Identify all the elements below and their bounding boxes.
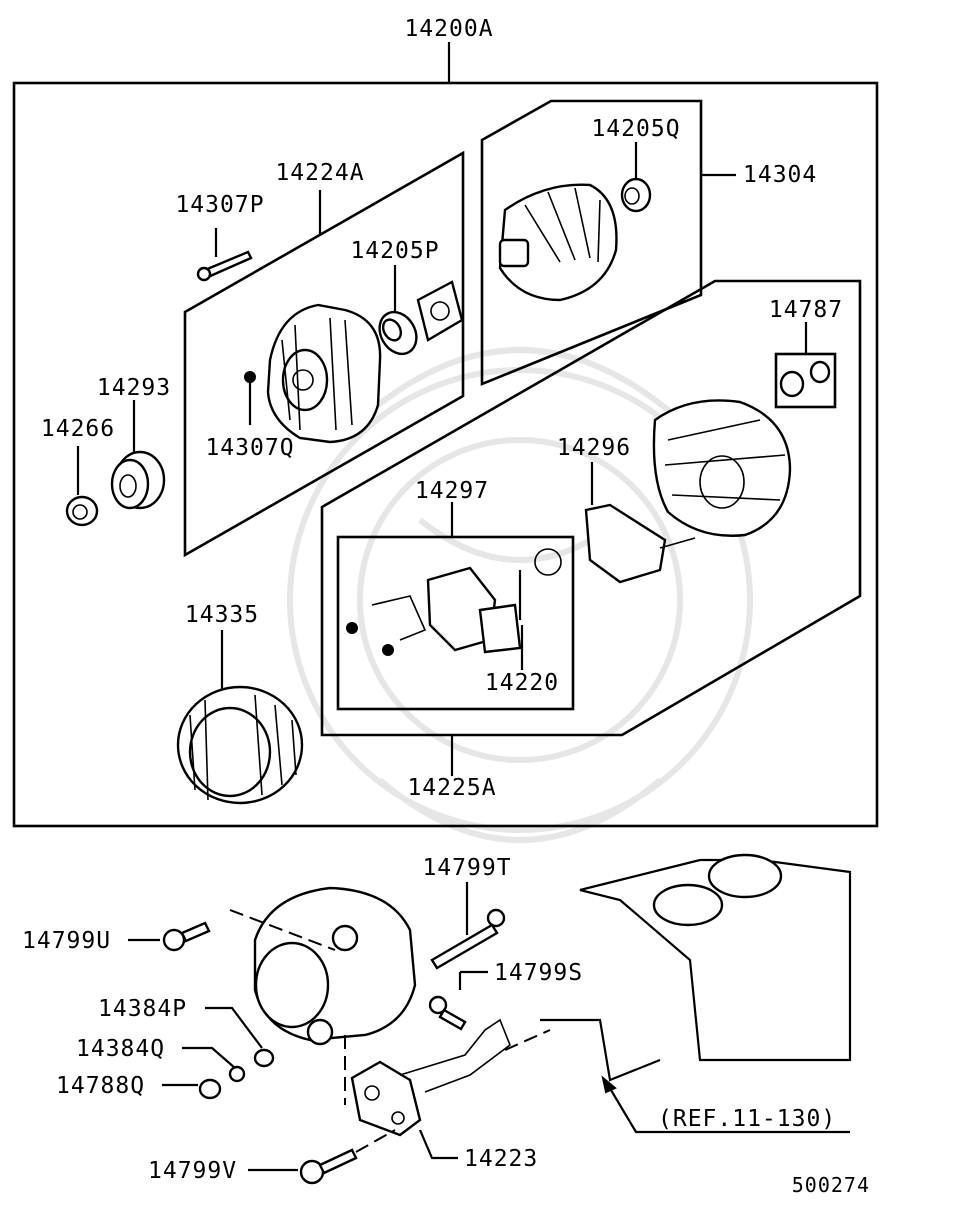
bolt-14799V	[248, 1129, 396, 1185]
label-reference: (REF.11-130)	[658, 1106, 836, 1132]
bolt-14799T	[430, 882, 506, 970]
label-regulator-kit: 14297	[415, 478, 489, 504]
assembly-frame	[12, 42, 879, 828]
label-brush: 14220	[485, 670, 559, 696]
label-assembly: 14200A	[404, 16, 493, 42]
label-nut-q: 14788Q	[56, 1073, 145, 1099]
label-screw-small: 14307Q	[205, 435, 294, 461]
label-front-bearing: 14205P	[350, 238, 439, 264]
engine-block	[540, 853, 852, 1082]
alternator-body	[253, 886, 417, 1046]
rotor-group-frame	[480, 99, 736, 386]
label-nut: 14266	[41, 416, 115, 442]
bracket-14223	[344, 1018, 551, 1160]
cover-kit-frame	[774, 322, 837, 409]
label-bracket: 14223	[464, 1146, 538, 1172]
diagram-number: 500274	[792, 1173, 870, 1197]
label-rotor-group: 14304	[743, 162, 817, 188]
label-rectifier-group: 14225A	[407, 775, 496, 801]
label-pulley: 14293	[97, 375, 171, 401]
label-bolt-t: 14799T	[422, 855, 511, 881]
cover-kit-parts	[779, 360, 831, 398]
label-cover-kit: 14787	[769, 297, 843, 323]
regulator-parts	[346, 566, 522, 656]
bolt-14799U	[128, 909, 336, 952]
rectifier-plate	[534, 503, 696, 584]
nut-14788Q	[162, 1078, 222, 1100]
stator-14335	[176, 630, 304, 805]
rear-bracket-14296	[590, 399, 792, 537]
long-bolt-14307P	[196, 228, 253, 282]
label-bolt-s: 14799S	[494, 960, 583, 986]
label-rear-bracket: 14296	[557, 435, 631, 461]
label-bolt-u: 14799U	[22, 928, 111, 954]
regulator-kit-frame	[336, 502, 575, 711]
nut-14266	[65, 446, 99, 527]
front-bearing-14205P	[378, 265, 464, 356]
bolt-14799S	[428, 970, 488, 1031]
front-bracket-housing	[266, 303, 382, 444]
rear-bearing-14205Q	[620, 142, 652, 213]
screw-14307Q	[244, 371, 256, 425]
label-front-bracket-group: 14224A	[275, 160, 364, 186]
washer-14384Q	[182, 1046, 246, 1083]
label-washer-p: 14384P	[98, 996, 187, 1022]
front-bracket-group-frame	[183, 150, 465, 558]
rectifier-group-frame	[320, 279, 862, 776]
label-washer-q: 14384Q	[76, 1036, 165, 1062]
washer-14384P	[205, 1006, 275, 1068]
rotor	[498, 183, 618, 302]
label-long-bolt: 14307P	[175, 192, 264, 218]
reference-pointer	[601, 1075, 850, 1134]
label-rear-bearing: 14205Q	[591, 116, 680, 142]
label-stator: 14335	[185, 602, 259, 628]
label-bolt-v: 14799V	[148, 1158, 237, 1184]
pulley-14293	[110, 400, 166, 510]
